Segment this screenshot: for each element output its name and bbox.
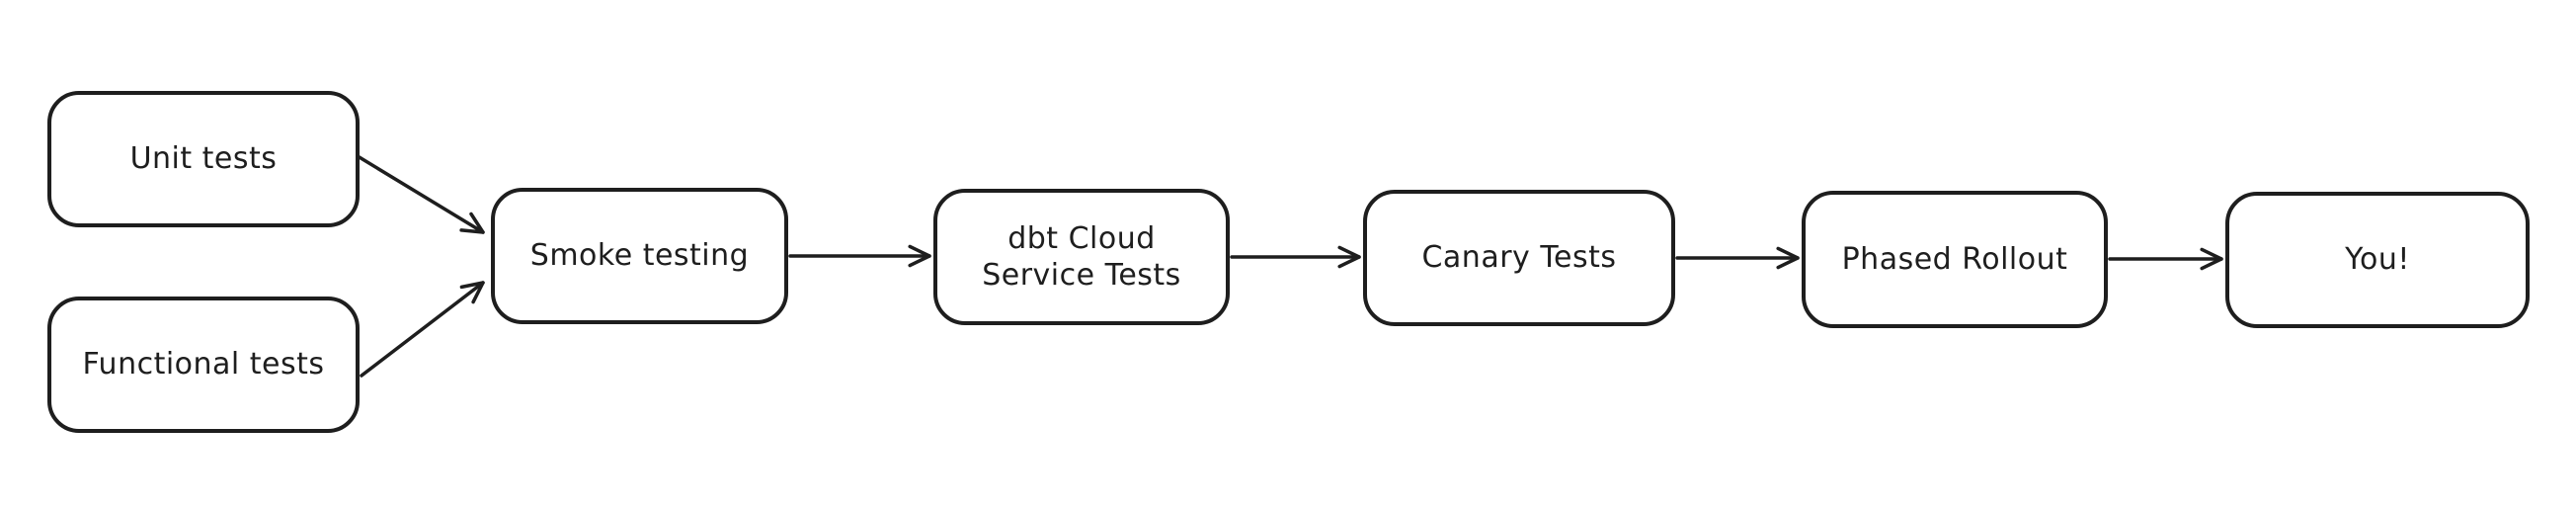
node-you: You! xyxy=(2225,192,2530,328)
edge-functional-tests-to-smoke-testing xyxy=(360,281,485,378)
edge-phased-rollout-to-you xyxy=(2108,247,2223,271)
edge-canary-tests-to-phased-rollout xyxy=(1675,246,1800,270)
arrowhead-icon xyxy=(1337,245,1361,269)
edge-dbt-cloud-service-tests-to-canary-tests xyxy=(1230,245,1361,269)
node-phased-rollout: Phased Rollout xyxy=(1802,191,2108,328)
arrowhead-icon xyxy=(459,281,485,304)
node-canary-tests: Canary Tests xyxy=(1363,190,1675,326)
node-dbt-cloud-service-tests: dbt Cloud Service Tests xyxy=(933,189,1230,325)
node-unit-tests-label: Unit tests xyxy=(129,141,278,177)
arrowhead-icon xyxy=(1776,246,1800,270)
arrowhead-icon xyxy=(2200,247,2223,271)
edge-smoke-testing-to-dbt-cloud-service-tests xyxy=(788,244,931,268)
node-smoke-testing-label: Smoke testing xyxy=(529,238,750,274)
node-smoke-testing: Smoke testing xyxy=(491,188,788,324)
node-functional-tests-label: Functional tests xyxy=(82,347,325,382)
arrowhead-icon xyxy=(459,212,485,234)
edge-unit-tests-to-smoke-testing xyxy=(356,154,485,234)
arrowhead-icon xyxy=(908,244,931,268)
node-you-label: You! xyxy=(2345,242,2410,278)
node-canary-tests-label: Canary Tests xyxy=(1421,240,1617,276)
node-dbt-cloud-service-tests-label: dbt Cloud Service Tests xyxy=(982,220,1181,294)
node-functional-tests: Functional tests xyxy=(47,297,360,433)
node-phased-rollout-label: Phased Rollout xyxy=(1841,241,2068,277)
node-unit-tests: Unit tests xyxy=(47,91,360,227)
